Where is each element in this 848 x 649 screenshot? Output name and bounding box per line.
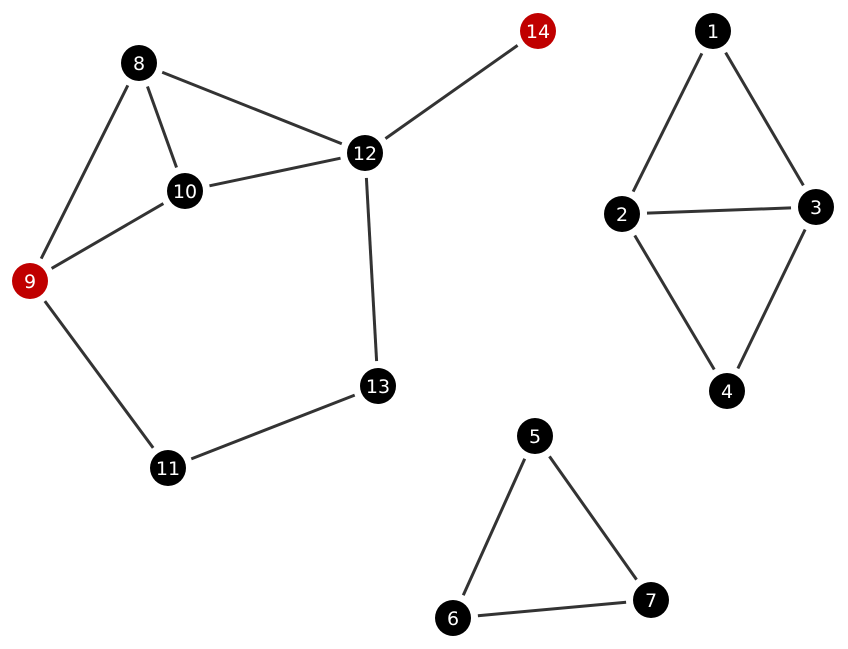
node-circle [709,373,745,409]
node-label: 11 [156,458,180,480]
node-4: 4 [709,373,745,409]
node-circle [520,13,556,49]
edge-5-7 [548,455,638,581]
node-11: 11 [150,450,186,486]
node-12: 12 [347,135,383,171]
node-label: 1 [707,21,719,43]
edge-1-3 [724,51,805,187]
edge-11-13 [190,393,356,461]
node-circle [347,135,383,171]
edge-9-11 [43,300,155,449]
node-label: 13 [366,376,390,398]
edge-12-13 [364,177,379,362]
edge-12-14 [384,44,519,140]
node-circle [12,263,48,299]
node-circle [360,368,396,404]
node-circle [167,173,203,209]
edge-8-12 [161,70,343,146]
node-circle [695,13,731,49]
node-label: 8 [133,53,145,75]
edge-6-7 [477,600,627,618]
node-2: 2 [604,196,640,232]
node-circle [435,600,471,636]
edge-2-3 [646,206,792,215]
node-9: 9 [12,263,48,299]
node-8: 8 [121,45,157,81]
node-circle [517,418,553,454]
edge-9-10 [50,202,165,270]
node-label: 5 [529,426,541,448]
node-label: 10 [173,181,197,203]
node-circle [604,196,640,232]
node-5: 5 [517,418,553,454]
edges-layer [39,44,807,618]
node-label: 3 [810,197,822,219]
edge-5-6 [461,458,527,596]
node-6: 6 [435,600,471,636]
edge-3-4 [736,228,807,370]
node-label: 14 [526,21,550,43]
node-circle [150,450,186,486]
edge-1-2 [631,52,704,193]
node-label: 6 [447,608,459,630]
node-7: 7 [633,582,669,618]
node-label: 12 [353,143,377,165]
node-label: 9 [24,271,36,293]
edge-8-10 [146,86,178,168]
edge-10-12 [209,156,341,188]
node-label: 2 [616,204,628,226]
node-13: 13 [360,368,396,404]
node-label: 4 [721,381,733,403]
node-1: 1 [695,13,731,49]
edge-8-9 [39,84,130,260]
node-label: 7 [645,590,657,612]
edge-2-4 [633,234,716,371]
node-14: 14 [520,13,556,49]
node-circle [798,189,834,225]
node-circle [633,582,669,618]
node-3: 3 [798,189,834,225]
node-circle [121,45,157,81]
node-10: 10 [167,173,203,209]
